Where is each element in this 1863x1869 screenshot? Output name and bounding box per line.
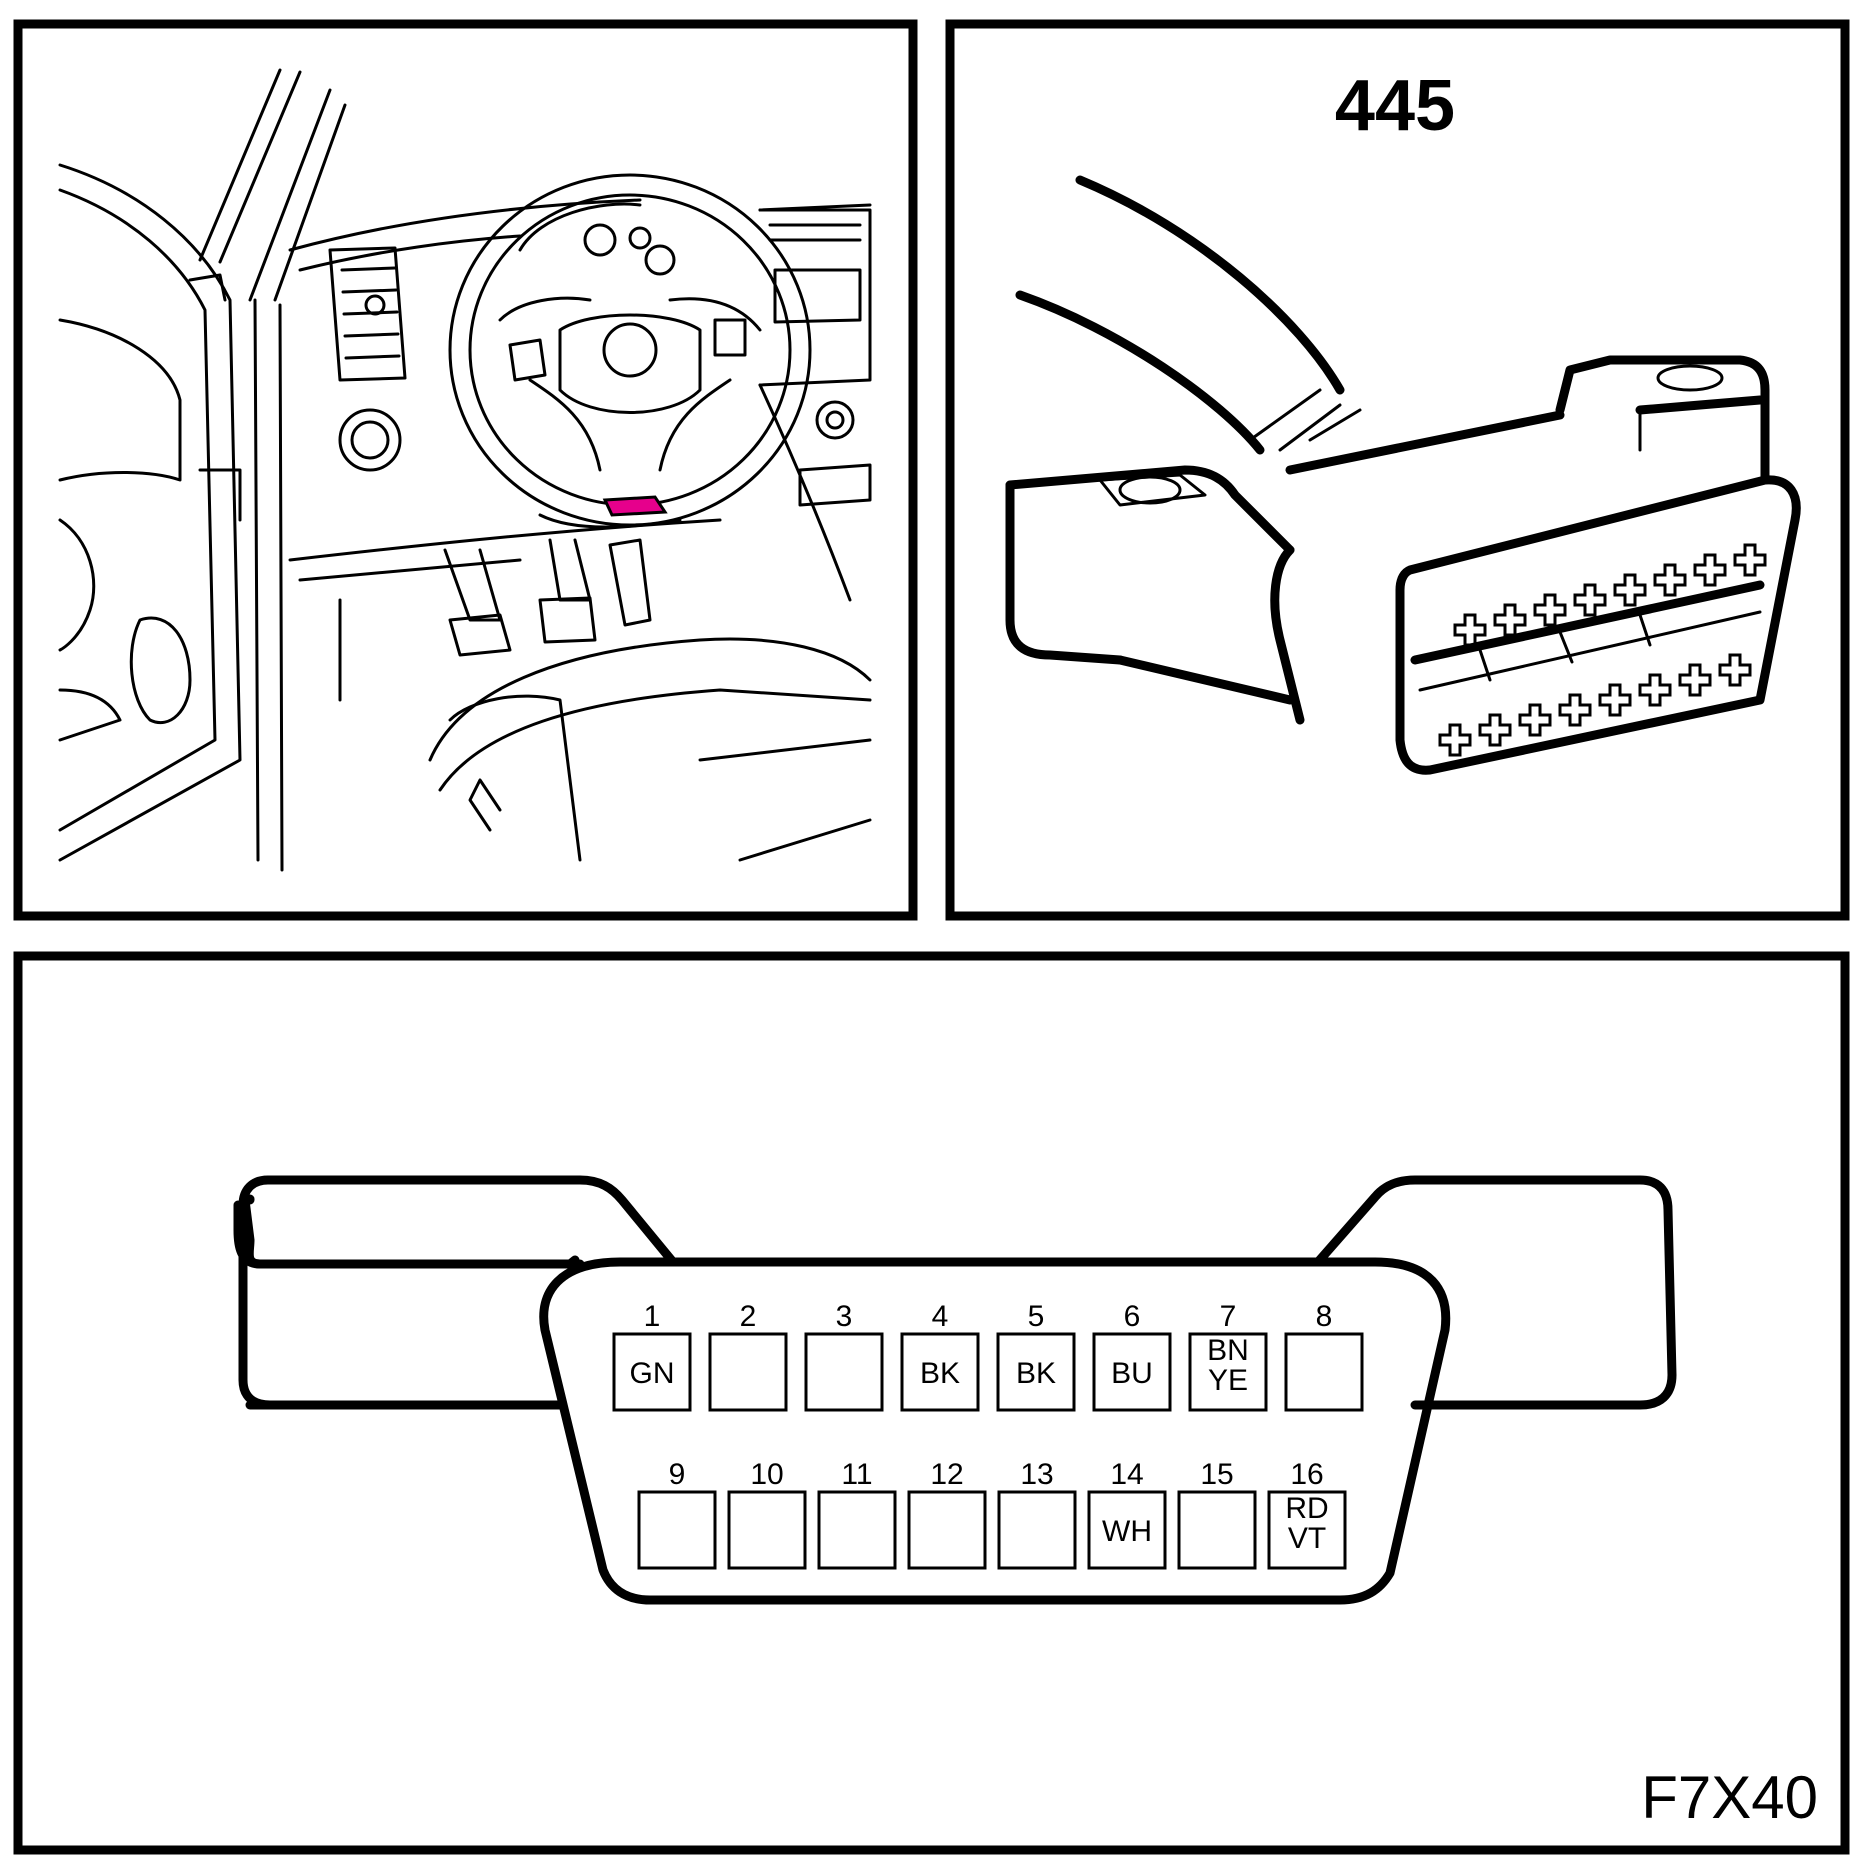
- pin-number: 2: [740, 1300, 757, 1333]
- connector-number: 445: [1335, 66, 1455, 146]
- pin-cell-1: 1GN: [612, 1300, 692, 1412]
- pin-wire-color: BU: [1111, 1357, 1153, 1390]
- dashboard-illustration: [58, 68, 872, 872]
- pin-number: 8: [1316, 1300, 1333, 1333]
- pin-cell-5: 5BK: [996, 1300, 1076, 1412]
- pin-cell-4: 4BK: [900, 1300, 980, 1412]
- pin-number: 15: [1200, 1458, 1233, 1491]
- pin-number: 7: [1220, 1300, 1237, 1333]
- pin-cell-3: 3: [804, 1300, 884, 1412]
- pin-box: [997, 1490, 1077, 1570]
- pin-box: [1087, 1490, 1167, 1570]
- pin-box: [1284, 1332, 1364, 1412]
- pin-number: 13: [1020, 1458, 1053, 1491]
- pin-wire-color: YE: [1208, 1364, 1248, 1397]
- pin-wire-color: BK: [1016, 1357, 1056, 1390]
- pin-cell-2: 2: [708, 1300, 788, 1412]
- connector-illustration: [1005, 175, 1801, 775]
- pin-number: 6: [1124, 1300, 1141, 1333]
- pin-box: [1267, 1490, 1347, 1570]
- pin-number: 14: [1110, 1458, 1143, 1491]
- pin-wire-color: BK: [920, 1357, 960, 1390]
- pin-box: [1092, 1332, 1172, 1412]
- pin-cell-8: 8: [1284, 1300, 1364, 1412]
- panel-dashboard-location: [13, 19, 918, 921]
- pin-number: 9: [669, 1458, 686, 1491]
- pin-cell-11: 11: [817, 1458, 897, 1570]
- pin-box: [804, 1332, 884, 1412]
- pin-box: [900, 1332, 980, 1412]
- panel-connector-view: 445: [945, 19, 1850, 921]
- pin-wire-color: RD: [1285, 1492, 1328, 1525]
- pin-box: [907, 1490, 987, 1570]
- pin-number: 10: [750, 1458, 783, 1491]
- pin-box: [1188, 1332, 1268, 1412]
- pin-box: [637, 1490, 717, 1570]
- figure-code: F7X40: [1641, 1764, 1818, 1831]
- pin-cell-6: 6BU: [1092, 1300, 1172, 1412]
- pin-wire-color: BN: [1207, 1334, 1249, 1367]
- pin-number: 4: [932, 1300, 949, 1333]
- pin-number: 3: [836, 1300, 853, 1333]
- pin-number: 1: [644, 1300, 661, 1333]
- pinout-outline: [233, 1175, 1677, 1605]
- pin-wire-color: WH: [1102, 1515, 1152, 1548]
- pin-cell-9: 9: [637, 1458, 717, 1570]
- pin-number: 11: [841, 1458, 872, 1491]
- pin-cell-13: 13: [997, 1458, 1077, 1570]
- pin-box: [817, 1490, 897, 1570]
- pin-number: 12: [930, 1458, 963, 1491]
- pin-cell-10: 10: [727, 1458, 807, 1570]
- pin-wire-color: VT: [1288, 1522, 1326, 1555]
- pin-box: [1177, 1490, 1257, 1570]
- pin-box: [996, 1332, 1076, 1412]
- pin-box: [708, 1332, 788, 1412]
- pin-wire-color: GN: [630, 1357, 675, 1390]
- pin-cell-15: 15: [1177, 1458, 1257, 1570]
- pin-box: [612, 1332, 692, 1412]
- obd-location-highlight: [602, 495, 668, 517]
- pin-cell-12: 12: [907, 1458, 987, 1570]
- pin-number: 5: [1028, 1300, 1045, 1333]
- pin-box: [727, 1490, 807, 1570]
- pin-number: 16: [1290, 1458, 1323, 1491]
